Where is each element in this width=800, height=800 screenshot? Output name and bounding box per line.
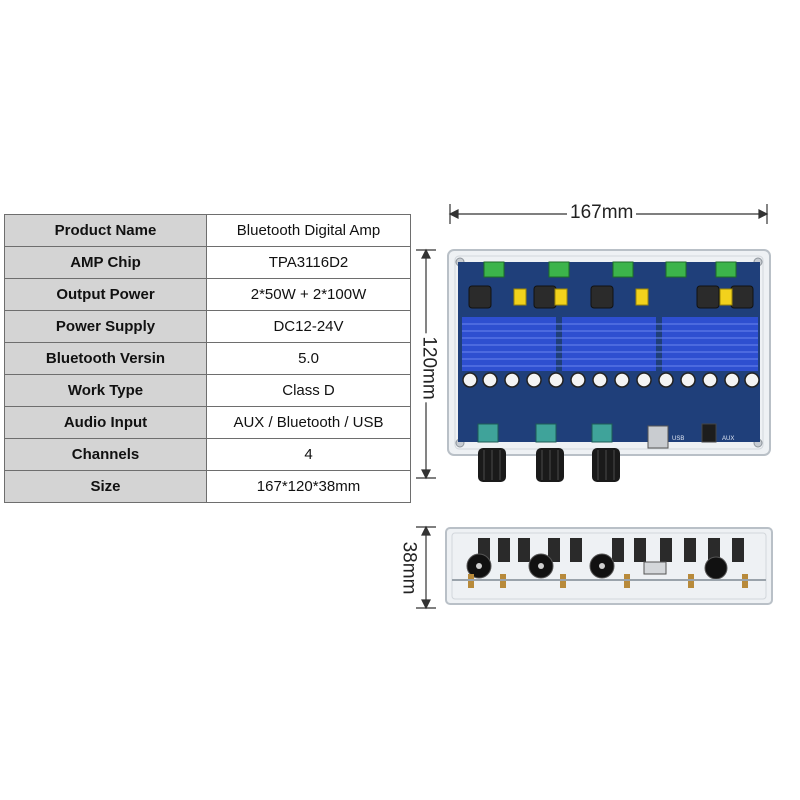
spec-row: Bluetooth Versin 5.0: [4, 342, 411, 375]
spec-row: Channels 4: [4, 438, 411, 471]
usb-port-icon: [647, 425, 669, 449]
spec-value: Bluetooth Digital Amp: [206, 214, 411, 247]
spec-key: Bluetooth Versin: [4, 342, 207, 375]
film-capacitors: [513, 288, 733, 306]
speaker-terminals: [483, 261, 737, 278]
spec-key: Audio Input: [4, 406, 207, 439]
spec-key: Product Name: [4, 214, 207, 247]
spec-value: TPA3116D2: [206, 246, 411, 279]
spec-row: Product Name Bluetooth Digital Amp: [4, 214, 411, 247]
spec-value: 5.0: [206, 342, 411, 375]
spec-row: Size 167*120*38mm: [4, 470, 411, 503]
amplifier-top-view: USB AUX: [447, 249, 771, 482]
depth-dimension-line: [416, 525, 436, 610]
usb-label: USB: [672, 436, 684, 442]
inductors: [468, 285, 754, 309]
electrolytic-capacitors: [462, 372, 760, 388]
aux-label: AUX: [722, 436, 734, 442]
spec-value: 167*120*38mm: [206, 470, 411, 503]
spec-key: Work Type: [4, 374, 207, 407]
spec-row: Output Power 2*50W + 2*100W: [4, 278, 411, 311]
volume-knobs: [478, 448, 620, 482]
amplifier-side-view: [445, 527, 773, 605]
spec-key: Channels: [4, 438, 207, 471]
height-label: 120mm: [417, 333, 440, 403]
width-label: 167mm: [567, 202, 637, 224]
spec-row: Power Supply DC12-24V: [4, 310, 411, 343]
spec-value: AUX / Bluetooth / USB: [206, 406, 411, 439]
spec-value: 4: [206, 438, 411, 471]
spec-key: Power Supply: [4, 310, 207, 343]
potentiometer-bases: [477, 423, 613, 443]
spec-key: Output Power: [4, 278, 207, 311]
spec-row: Work Type Class D: [4, 374, 411, 407]
depth-label: 38mm: [397, 538, 420, 598]
spec-key: Size: [4, 470, 207, 503]
aux-jack-icon: [701, 423, 717, 443]
heatsinks: [462, 317, 758, 371]
spec-row: Audio Input AUX / Bluetooth / USB: [4, 406, 411, 439]
spec-table: Product Name Bluetooth Digital Amp AMP C…: [4, 214, 411, 503]
spec-value: DC12-24V: [206, 310, 411, 343]
spec-value: 2*50W + 2*100W: [206, 278, 411, 311]
